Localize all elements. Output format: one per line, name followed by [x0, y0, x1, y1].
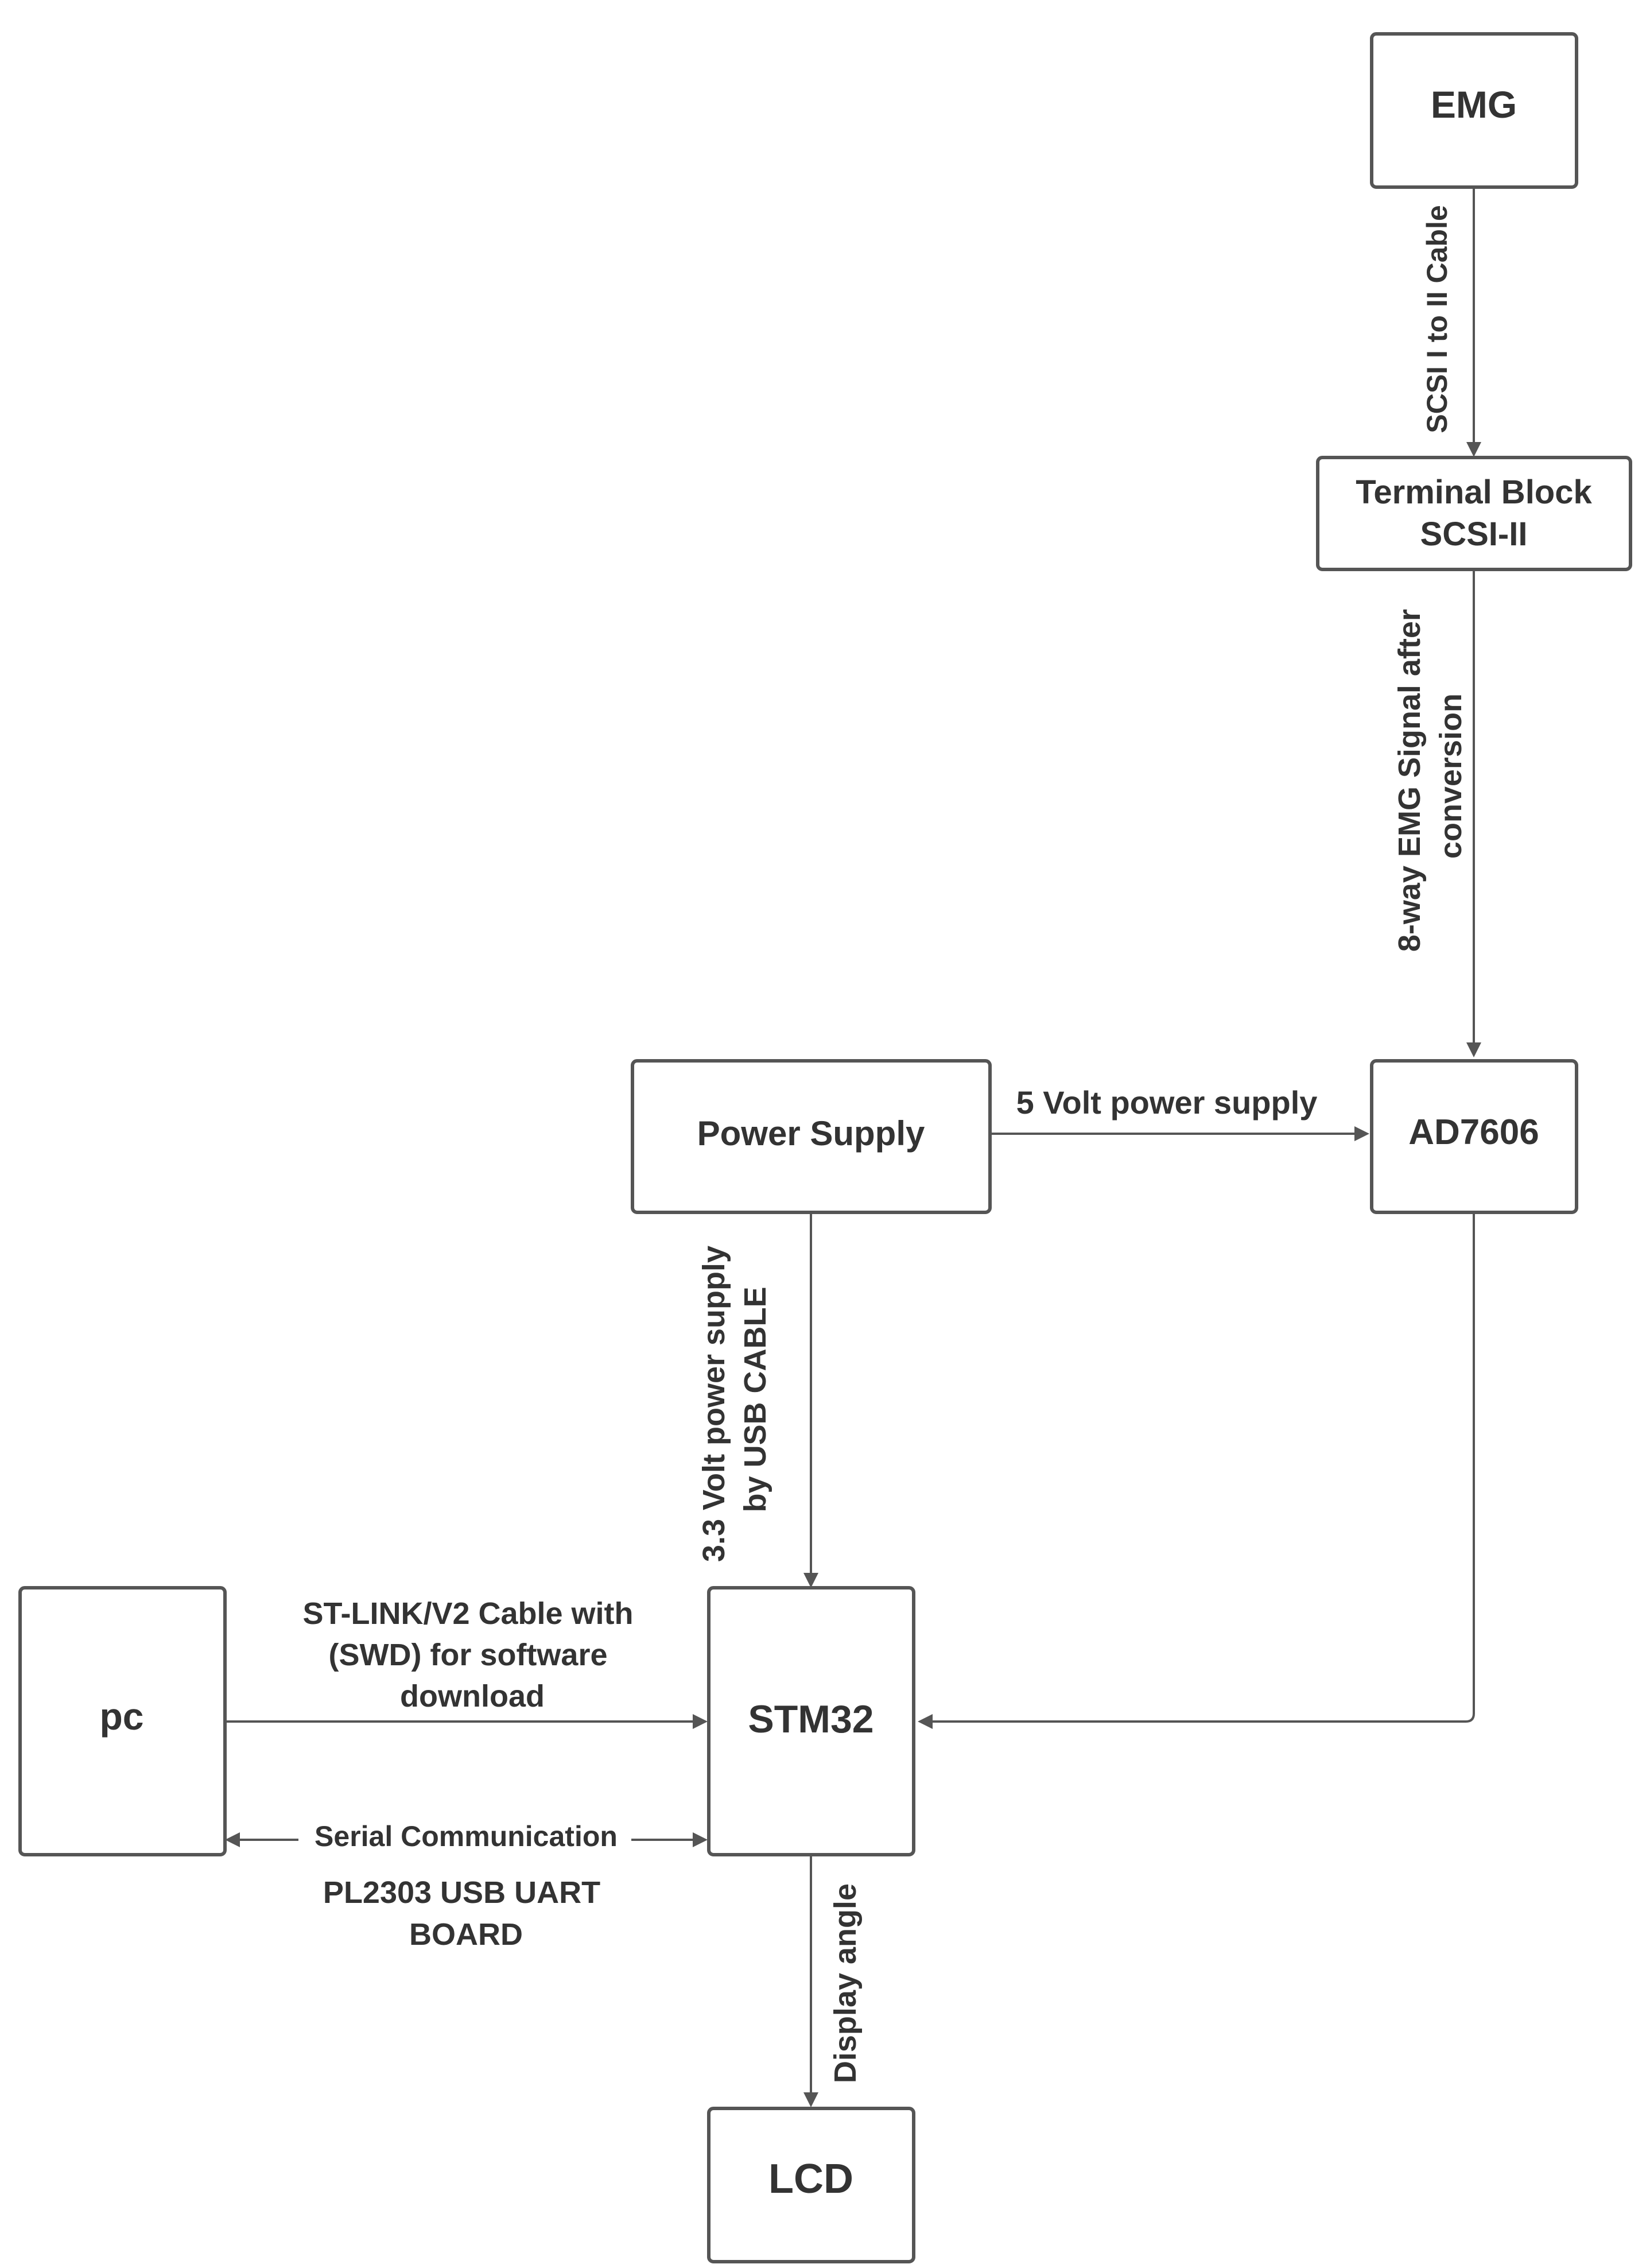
node-pc: pc	[18, 1586, 227, 1856]
node-box	[1316, 456, 1632, 571]
edge-label-display-angle: Display angle	[828, 1883, 863, 2083]
edge-terminal-block-to-ad7606	[1466, 569, 1481, 1057]
arrowhead-down	[803, 1573, 818, 1588]
edge-label-emg-signal: 8-way EMG Signal after conversion	[1392, 600, 1468, 952]
arrowhead-down	[1466, 442, 1481, 457]
node-power-supply: Power Supply	[631, 1059, 992, 1214]
arrowhead-right	[693, 1714, 708, 1729]
arrowhead-down	[1466, 1042, 1481, 1057]
node-box	[707, 1586, 915, 1856]
label-background	[298, 1819, 631, 1856]
edge-ad7606-to-stm32	[918, 1212, 1475, 1729]
edge-power-supply-to-stm32	[803, 1212, 818, 1588]
node-label: EMG	[1431, 83, 1517, 126]
edge-stm32-to-lcd	[803, 1856, 818, 2107]
node-emg: EMG	[1370, 32, 1578, 189]
node-label: Terminal Block	[1356, 474, 1592, 511]
edge-label-3v3-supply: 3.3 Volt power supply by USB CABLE	[697, 1237, 772, 1562]
edge-label-serial: Serial Communication	[315, 1820, 618, 1852]
node-box	[1370, 1059, 1578, 1214]
arrowhead-down	[803, 2092, 818, 2107]
arrowhead-right	[693, 1832, 708, 1847]
arrowhead-left	[225, 1832, 240, 1847]
node-box	[18, 1586, 227, 1856]
node-lcd: LCD	[707, 2107, 915, 2263]
edge-label-scsi-cable: SCSI I to II Cable	[1421, 205, 1453, 433]
node-box	[631, 1059, 992, 1214]
arrowhead-right	[1354, 1126, 1369, 1141]
node-label: Power Supply	[697, 1114, 925, 1153]
edge-label-stlink: ST-LINK/V2 Cable with (SWD) for software…	[302, 1596, 642, 1713]
node-terminal-block: Terminal Block SCSI-II	[1316, 456, 1632, 571]
edge-label-pl2303: PL2303 USB UART BOARD	[323, 1875, 609, 1952]
node-stm32: STM32	[707, 1586, 915, 1856]
edge-power-supply-to-ad7606	[990, 1126, 1369, 1141]
node-box	[1370, 32, 1578, 189]
node-label: SCSI-II	[1420, 515, 1528, 553]
node-label: AD7606	[1408, 1112, 1539, 1152]
node-label: pc	[99, 1695, 143, 1738]
arrowhead-left	[918, 1714, 933, 1729]
node-label: STM32	[748, 1697, 873, 1741]
edge-pc-to-stm32-stlink	[225, 1714, 708, 1729]
edge-emg-to-terminal-block	[1466, 187, 1481, 457]
node-box	[707, 2107, 915, 2263]
node-label: LCD	[768, 2156, 853, 2202]
edge-label-5v-supply: 5 Volt power supply	[1016, 1084, 1318, 1121]
connector-line	[933, 1212, 1475, 1723]
node-ad7606: AD7606	[1370, 1059, 1578, 1214]
